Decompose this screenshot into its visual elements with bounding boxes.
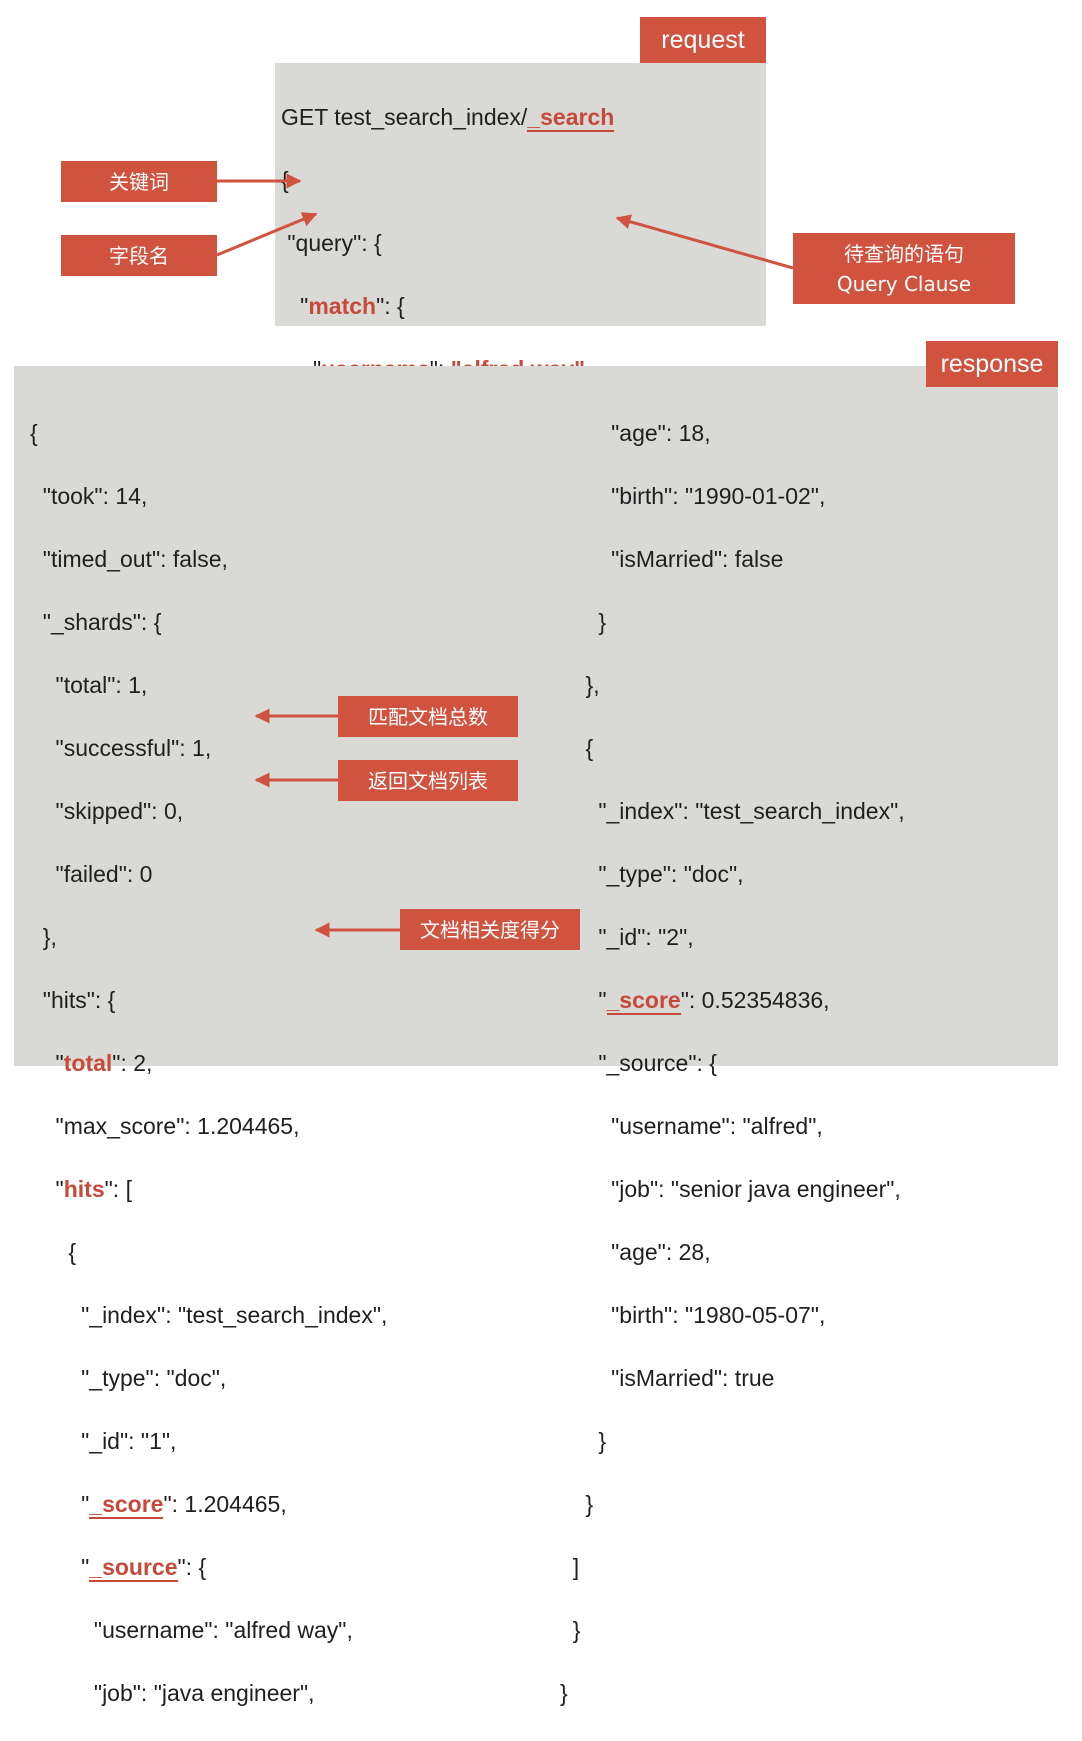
total-pre: "	[30, 1049, 64, 1076]
resp-right-line: "_type": "doc",	[560, 860, 744, 887]
resp-left-line: "took": 14,	[30, 482, 148, 509]
request-method: GET test_search_index/	[281, 103, 528, 130]
source-post: ": {	[177, 1553, 207, 1580]
match-post: ": {	[376, 292, 405, 319]
match-keyword: match	[308, 292, 377, 319]
score-post: ": 0.52354836,	[680, 986, 830, 1013]
resp-hits-line: "hits": [	[30, 1174, 387, 1206]
query-clause-label-en: Query Clause	[836, 271, 972, 296]
total-label: 匹配文档总数	[338, 696, 518, 737]
query-clause-label-cn: 待查询的语句	[844, 241, 964, 266]
request-endpoint: _search	[527, 103, 615, 132]
resp-right-line: "username": "alfred",	[560, 1112, 823, 1139]
total-keyword: total	[63, 1049, 113, 1076]
resp-score-line-1: "_score": 1.204465,	[30, 1489, 387, 1521]
resp-left-line: "timed_out": false,	[30, 545, 228, 572]
resp-left-line: "hits": {	[30, 986, 116, 1013]
resp-right-line: }	[560, 1427, 607, 1454]
total-post: ": 2,	[112, 1049, 153, 1076]
resp-right-line: "birth": "1990-01-02",	[560, 482, 826, 509]
resp-left-line: "failed": 0	[30, 860, 153, 887]
request-line-3: "query": {	[281, 229, 382, 256]
request-line-1: GET test_search_index/_search	[281, 102, 615, 134]
resp-right-line: }	[560, 1679, 568, 1706]
resp-right-line: "_index": "test_search_index",	[560, 797, 905, 824]
score-pre: "	[30, 1490, 90, 1517]
keyword-label: 关键词	[61, 161, 217, 202]
resp-right-line: "isMarried": false	[560, 545, 784, 572]
request-line-4: "match": {	[281, 291, 614, 323]
resp-right-line: }	[560, 1616, 581, 1643]
resp-total-line: "total": 2,	[30, 1048, 387, 1080]
match-pre: "	[281, 292, 309, 319]
resp-left-line: "_id": "1",	[30, 1427, 177, 1454]
resp-right-line: }	[560, 1490, 594, 1517]
request-panel	[275, 63, 766, 326]
resp-right-line: "isMarried": true	[560, 1364, 775, 1391]
score-keyword: _score	[606, 986, 681, 1015]
resp-left-line: "max_score": 1.204465,	[30, 1112, 300, 1139]
resp-right-line: }	[560, 608, 607, 635]
response-tag: response	[926, 341, 1058, 387]
field-label: 字段名	[61, 235, 217, 276]
resp-left-line: "job": "java engineer",	[30, 1679, 315, 1706]
resp-right-line: "_source": {	[560, 1049, 717, 1076]
resp-left-line: "_type": "doc",	[30, 1364, 227, 1391]
source-keyword: _source	[89, 1553, 178, 1582]
resp-left-line: "successful": 1,	[30, 734, 212, 761]
hits-label: 返回文档列表	[338, 760, 518, 801]
score-label: 文档相关度得分	[400, 909, 580, 950]
hits-post: ": [	[104, 1175, 132, 1202]
resp-right-line: "_id": "2",	[560, 923, 694, 950]
score-keyword: _score	[89, 1490, 164, 1519]
resp-score-line-2: "_score": 0.52354836,	[560, 985, 905, 1017]
resp-right-line: "age": 18,	[560, 419, 711, 446]
resp-right-line: },	[560, 671, 600, 698]
resp-right-line: "age": 28,	[560, 1238, 711, 1265]
resp-source-line-1: "_source": {	[30, 1552, 387, 1584]
resp-left-line: "total": 1,	[30, 671, 148, 698]
resp-right-line: ]	[560, 1553, 580, 1580]
resp-left-line: },	[30, 923, 57, 950]
resp-left-line: {	[30, 419, 38, 446]
resp-left-line: "skipped": 0,	[30, 797, 184, 824]
request-tag: request	[640, 17, 766, 63]
source-pre: "	[30, 1553, 90, 1580]
hits-pre: "	[30, 1175, 64, 1202]
resp-right-line: "job": "senior java engineer",	[560, 1175, 901, 1202]
query-clause-label: 待查询的语句 Query Clause	[793, 233, 1015, 304]
resp-right-line: "birth": "1980-05-07",	[560, 1301, 826, 1328]
score-post: ": 1.204465,	[163, 1490, 287, 1517]
response-code-left: { "took": 14, "timed_out": false, "_shar…	[30, 386, 387, 1741]
resp-left-line: "_index": "test_search_index",	[30, 1301, 388, 1328]
resp-left-line: "username": "alfred way",	[30, 1616, 353, 1643]
request-line-2: {	[281, 166, 289, 193]
hits-keyword: hits	[63, 1175, 105, 1202]
resp-left-line: {	[30, 1238, 77, 1265]
resp-right-line: {	[560, 734, 594, 761]
resp-left-line: "_shards": {	[30, 608, 162, 635]
response-code-right: "age": 18, "birth": "1990-01-02", "isMar…	[560, 386, 905, 1741]
score-pre: "	[560, 986, 607, 1013]
